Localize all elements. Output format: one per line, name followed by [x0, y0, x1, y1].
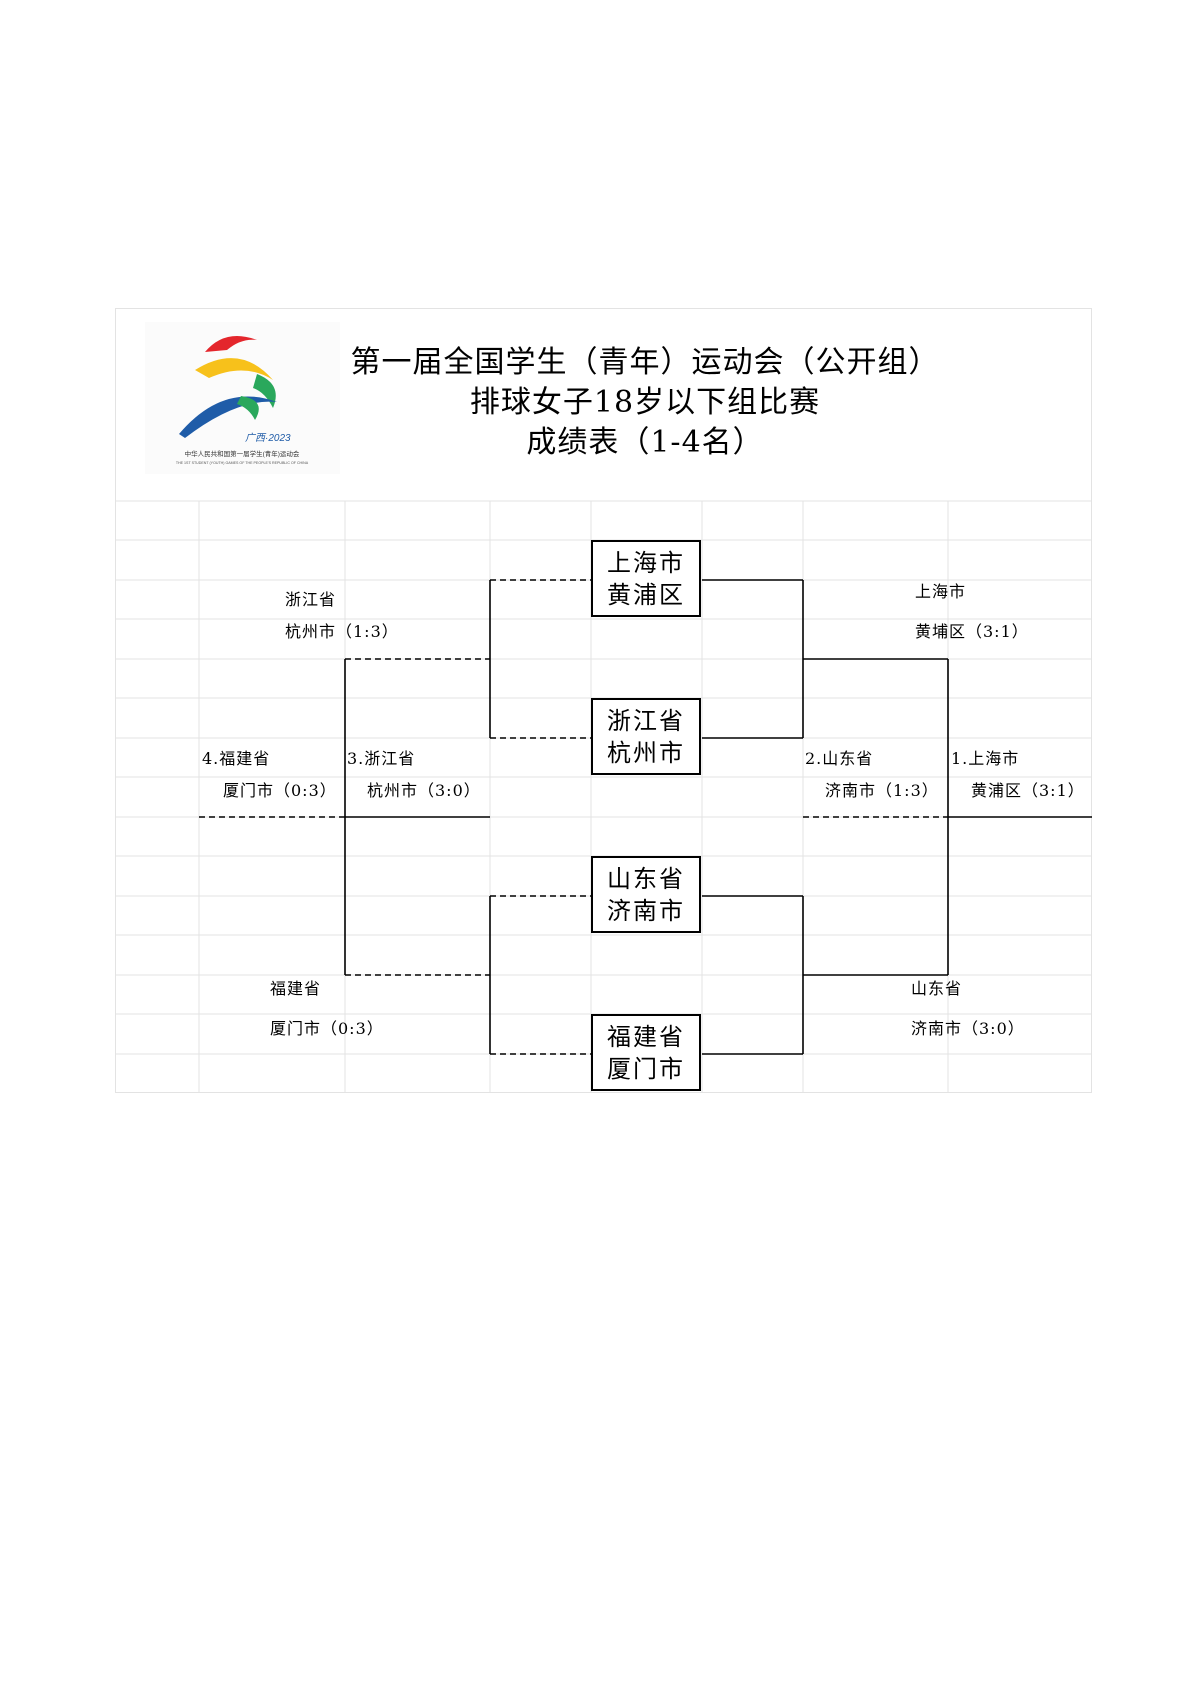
placing-1-label-2: 黄浦区（3:1）: [971, 781, 1085, 800]
team-shanghai-line2: 黄浦区: [607, 580, 685, 609]
logo-en-text: THE 1ST STUDENT (YOUTH) GAMES OF THE PEO…: [176, 461, 309, 465]
placing-2-label-2: 济南市（1:3）: [825, 781, 939, 800]
team-shandong-line2: 济南市: [607, 896, 685, 925]
team-fujian-line1: 福建省: [607, 1022, 685, 1051]
semi-fujian-label-1: 福建省: [270, 979, 322, 998]
team-box-shanghai: 上海市 黄浦区: [591, 540, 701, 617]
team-zhejiang-line2: 杭州市: [607, 738, 685, 767]
bracket-lines: [199, 579, 1092, 1055]
semi-shandong-label-1: 山东省: [911, 979, 963, 998]
placing-3-label-2: 杭州市（3:0）: [367, 781, 481, 800]
semi-zhejiang-label-1: 浙江省: [285, 590, 337, 609]
placing-3-label-1: 3.浙江省: [347, 749, 416, 768]
semi-shanghai-label-1: 上海市: [915, 582, 967, 601]
semi-zhejiang-label-2: 杭州市（1:3）: [285, 622, 399, 641]
team-box-fujian: 福建省 厦门市: [591, 1014, 701, 1091]
team-fujian-line2: 厦门市: [607, 1054, 685, 1083]
results-sheet: 广西·2023 中华人民共和国第一届学生(青年)运动会 THE 1ST STUD…: [115, 308, 1092, 1093]
logo-cn-text: 中华人民共和国第一届学生(青年)运动会: [185, 449, 300, 458]
team-box-shandong: 山东省 济南市: [591, 856, 701, 933]
semi-shanghai-label-2: 黄埔区（3:1）: [915, 622, 1029, 641]
team-shanghai-line1: 上海市: [607, 548, 685, 577]
placing-1-label-1: 1.上海市: [951, 749, 1020, 768]
team-shandong-line1: 山东省: [607, 864, 685, 893]
team-box-zhejiang: 浙江省 杭州市: [591, 698, 701, 775]
games-logo: 广西·2023 中华人民共和国第一届学生(青年)运动会 THE 1ST STUD…: [145, 322, 340, 474]
title-line-2: 排球女子18岁以下组比赛: [469, 385, 821, 420]
placing-2-label-1: 2.山东省: [805, 749, 874, 768]
placing-4-label-2: 厦门市（0:3）: [223, 781, 337, 800]
logo-year: 广西·2023: [245, 432, 291, 444]
title-line-3: 成绩表（1-4名）: [526, 425, 764, 460]
placing-4-label-1: 4.福建省: [202, 749, 271, 768]
title-line-1: 第一届全国学生（青年）运动会（公开组）: [350, 345, 940, 380]
semi-shandong-label-2: 济南市（3:0）: [911, 1019, 1025, 1038]
team-zhejiang-line1: 浙江省: [607, 706, 685, 735]
semi-fujian-label-2: 厦门市（0:3）: [270, 1019, 384, 1038]
